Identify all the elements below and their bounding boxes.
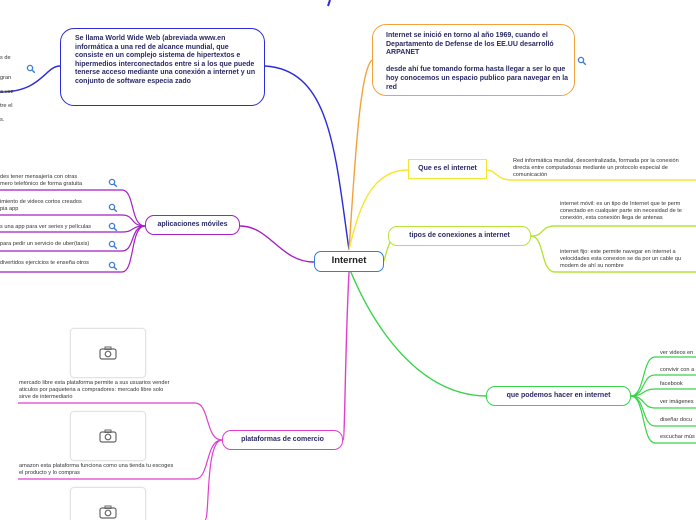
central-node-label: Internet: [331, 255, 367, 266]
app-netflix-text: s una app para ver series y películas: [0, 224, 92, 230]
plataformas-comercio-label: plataformas de comercio: [241, 436, 324, 443]
magnifier-icon[interactable]: [26, 64, 36, 74]
magnifier-icon[interactable]: [108, 203, 118, 213]
list-item: ver imágenes: [660, 399, 694, 405]
list-item: ver videos en: [660, 350, 694, 356]
que-podemos-label: que podemos hacer en internet: [506, 392, 611, 399]
camera-icon: [99, 346, 117, 360]
que-es-node[interactable]: Que es el internet: [408, 159, 487, 179]
image-placeholder[interactable]: [70, 487, 146, 520]
amazon-text: amazon esta plataforma funciona como una…: [19, 463, 174, 476]
magnifier-icon[interactable]: [108, 178, 118, 188]
history-node[interactable]: Internet se inició en torno al año 1969,…: [372, 24, 575, 96]
plataformas-comercio-node[interactable]: plataformas de comercio: [222, 430, 343, 450]
www-definition-text: Se llama World Wide Web (abreviada www.e…: [75, 35, 256, 85]
que-podemos-node[interactable]: que podemos hacer en internet: [486, 386, 631, 406]
app-uber-text: para pedir un servicio de uber(taxis): [0, 241, 90, 247]
magnifier-icon[interactable]: [108, 261, 118, 271]
magnifier-icon[interactable]: [108, 240, 118, 250]
que-es-label: Que es el internet: [418, 165, 477, 172]
www-definition-node[interactable]: Se llama World Wide Web (abreviada www.e…: [60, 28, 265, 106]
history-text: Internet se inició en torno al año 1969,…: [386, 32, 569, 91]
image-placeholder[interactable]: [70, 328, 146, 378]
app-duolingo-text: divertidos ejercicios te enseña otros: [0, 260, 89, 266]
list-item: diseñar docu: [660, 417, 693, 423]
tipos-conexiones-node[interactable]: tipos de conexiones a internet: [388, 226, 531, 246]
list-item: convivir con a: [660, 367, 695, 373]
internet-fijo-text: internet fijo: este permite navegar en i…: [560, 249, 681, 269]
app-tiktok-text: imiento de videos cortos creados pia app: [0, 199, 82, 212]
image-placeholder[interactable]: [70, 411, 146, 461]
tipos-conexiones-label: tipos de conexiones a internet: [409, 232, 510, 239]
list-item: escuchar mús: [660, 434, 695, 440]
que-es-definition: Red informática mundial, descentralizada…: [513, 158, 679, 178]
app-whatsapp-text: des tener mensajería con otras mero tele…: [0, 174, 83, 187]
central-node[interactable]: Internet: [314, 251, 384, 272]
camera-icon: [99, 505, 117, 519]
top-left-partial-text: s de gran a vez tre el s.: [0, 55, 14, 123]
list-item: facebook: [660, 381, 683, 387]
mercado-libre-text: mercado libre esta plataforma permite a …: [19, 380, 170, 400]
magnifier-icon[interactable]: [108, 222, 118, 232]
camera-icon: [99, 429, 117, 443]
magnifier-icon[interactable]: [577, 56, 587, 66]
aplicaciones-moviles-label: aplicaciones móviles: [157, 221, 228, 228]
aplicaciones-moviles-node[interactable]: aplicaciones móviles: [145, 215, 240, 235]
internet-movil-text: internet móvil: es un tipo de Internet q…: [560, 201, 682, 221]
